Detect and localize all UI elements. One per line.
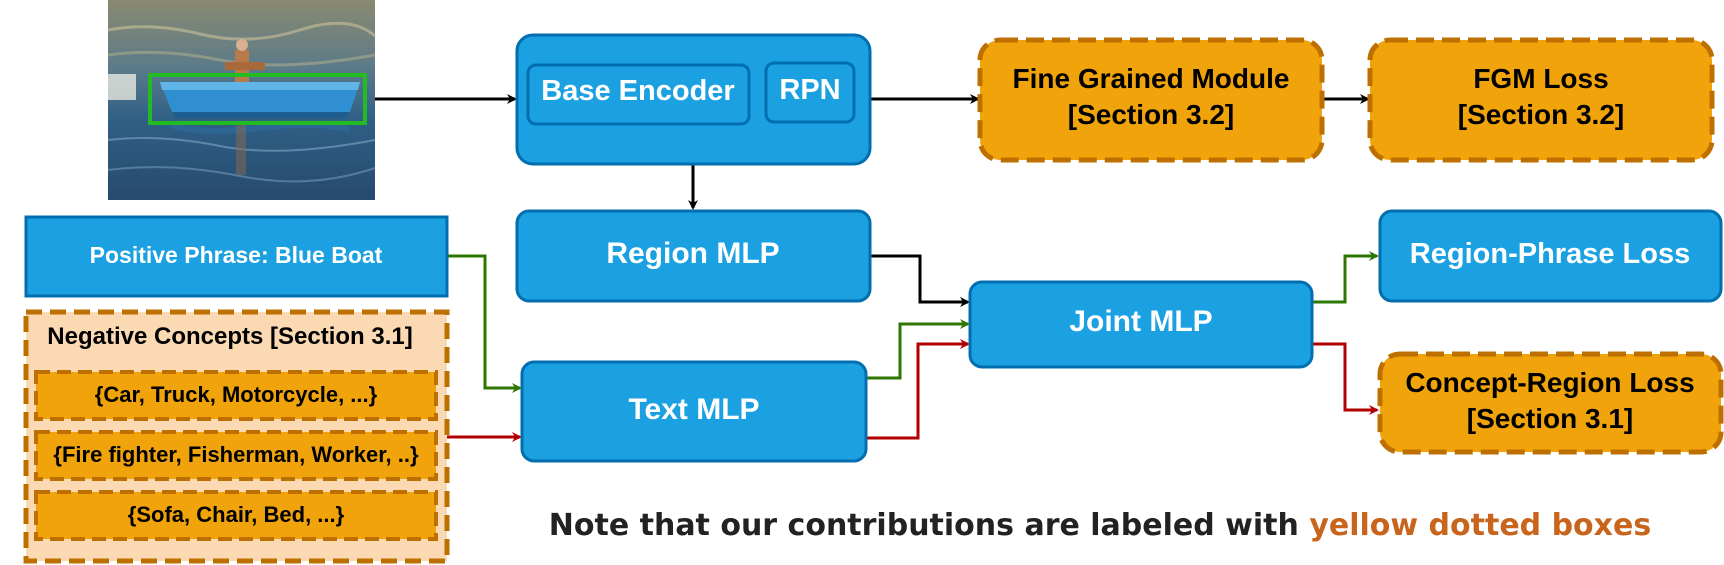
negative-group-2-label: {Fire fighter, Fisherman, Worker, ..} xyxy=(53,442,419,467)
boat-photo xyxy=(107,0,376,200)
contribution-note: Note that our contributions are labeled … xyxy=(549,508,1651,543)
positive-phrase-box: Positive Phrase: Blue Boat xyxy=(24,215,449,298)
note-highlight: yellow dotted boxes xyxy=(1309,508,1651,543)
arrow-text-to-joint-red xyxy=(866,339,970,440)
region-phrase-loss-label: Region-Phrase Loss xyxy=(1410,238,1690,270)
fgm-label-line2: [Section 3.2] xyxy=(1068,99,1234,130)
arrow-region-to-joint xyxy=(870,254,970,307)
rpn-label: RPN xyxy=(779,74,840,106)
text-mlp-box: Text MLP xyxy=(520,360,868,463)
region-phrase-loss-box: Region-Phrase Loss xyxy=(1378,209,1723,303)
negative-group-3 xyxy=(34,490,438,541)
note-prefix: Note that our contributions are labeled … xyxy=(549,508,1310,543)
concept-region-loss-box: Concept-Region Loss [Section 3.1] xyxy=(1377,351,1724,455)
rpn-box xyxy=(764,61,856,124)
fine-grained-module-box: Fine Grained Module [Section 3.2] xyxy=(977,37,1325,163)
negative-group-3-label: {Sofa, Chair, Bed, ...} xyxy=(128,502,345,527)
joint-mlp-box: Joint MLP xyxy=(968,280,1314,369)
arrow-phrase-to-text xyxy=(447,254,522,393)
fgm-label-line1: Fine Grained Module xyxy=(1013,63,1290,94)
negative-group-2 xyxy=(34,430,438,481)
arrow-text-to-joint-green xyxy=(866,319,970,380)
positive-phrase-label: Positive Phrase: Blue Boat xyxy=(90,242,383,268)
negative-concepts-title: Negative Concepts [Section 3.1] xyxy=(47,323,412,350)
base-encoder-block: Base Encoder RPN xyxy=(515,33,872,166)
detection-box xyxy=(148,73,367,125)
arrows xyxy=(375,94,1379,442)
fgm-loss-line2: [Section 3.2] xyxy=(1458,99,1624,130)
base-encoder-label: Base Encoder xyxy=(541,75,734,107)
negative-group-1 xyxy=(34,370,438,421)
arrow-joint-to-cr-loss xyxy=(1312,342,1379,415)
arrow-joint-to-rp-loss xyxy=(1312,251,1379,304)
region-mlp-box: Region MLP xyxy=(515,209,872,303)
base-encoder-box xyxy=(526,63,751,126)
region-mlp-label: Region MLP xyxy=(606,237,779,270)
joint-mlp-label: Joint MLP xyxy=(1069,305,1212,338)
concept-region-loss-line2: [Section 3.1] xyxy=(1467,403,1633,434)
fgm-loss-box: FGM Loss [Section 3.2] xyxy=(1367,37,1715,163)
negative-group-1-label: {Car, Truck, Motorcycle, ...} xyxy=(95,382,378,407)
concept-region-loss-line1: Concept-Region Loss xyxy=(1405,367,1694,398)
fgm-loss-line1: FGM Loss xyxy=(1473,63,1608,94)
text-mlp-label: Text MLP xyxy=(628,393,759,426)
negative-concepts-box: Negative Concepts [Section 3.1] {Car, Tr… xyxy=(23,309,450,564)
